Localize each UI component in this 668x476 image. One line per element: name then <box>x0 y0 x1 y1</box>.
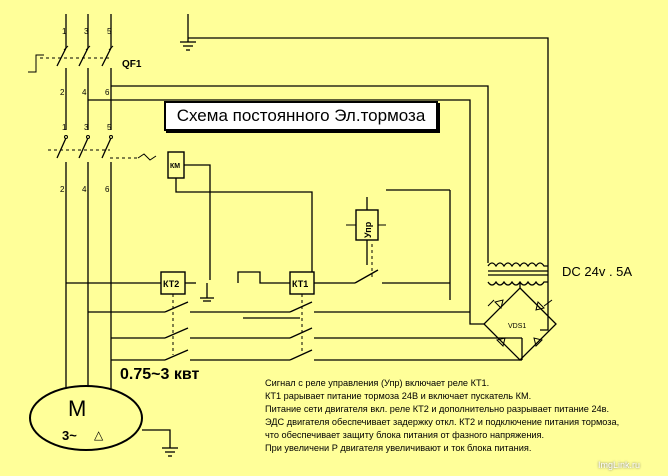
watermark: ImgLink.ru <box>598 460 641 470</box>
motor-letter: M <box>68 396 87 421</box>
kt2-label: КТ2 <box>163 279 179 289</box>
pole-label-6: 6 <box>105 88 110 97</box>
pole-label-4b: 4 <box>82 185 87 194</box>
note-line-3: Питание сети двигателя вкл. реле КТ2 и д… <box>265 404 610 414</box>
vds1-bridge <box>469 282 557 361</box>
note-line-4: ЭДС двигателя обеспечивает задержку откл… <box>265 417 620 427</box>
kt-contacts-row2 <box>111 327 523 360</box>
km-label: КМ <box>170 163 180 170</box>
upr-label: Упр <box>363 221 373 238</box>
kt-contacts-row3 <box>111 349 522 361</box>
dc-supply-label: DC 24v . 5A <box>562 264 633 279</box>
phase-lines <box>65 14 112 48</box>
motor <box>29 378 178 457</box>
motor-phase: 3~ <box>62 428 77 443</box>
supply-to-transformer <box>88 85 489 282</box>
kt2-relay <box>66 271 196 355</box>
vds1-label: VDS1 <box>508 323 526 330</box>
pole-label-2: 2 <box>60 88 65 97</box>
pole-label-3b: 3 <box>84 123 89 132</box>
diagram-title: Схема постоянного Эл.тормоза <box>164 101 438 131</box>
qf1-breaker <box>28 45 114 130</box>
pole-label-5: 5 <box>107 27 112 36</box>
ground-top <box>180 14 549 331</box>
kt1-relay <box>237 271 330 355</box>
power-rating-label: 0.75~3 квт <box>120 366 200 383</box>
pole-numbers: 1 3 5 2 4 6 1 3 5 2 4 6 <box>60 27 112 194</box>
note-line-2: КТ1 рарывает питание тормоза 24В и включ… <box>265 391 532 401</box>
upr-contact <box>330 189 451 300</box>
motor-delta-icon: △ <box>94 428 104 442</box>
pole-label-1b: 1 <box>62 123 67 132</box>
note-line-6: При увеличени Р двигателя увеличивают и … <box>265 443 532 453</box>
note-line-1: Сигнал с реле управления (Упр) включает … <box>265 378 490 388</box>
kt-contacts-row1 <box>88 301 470 319</box>
pole-label-2b: 2 <box>60 185 65 194</box>
pole-label-6b: 6 <box>105 185 110 194</box>
kt1-label: КТ1 <box>292 279 308 289</box>
ground-mid <box>200 283 214 302</box>
km-coil <box>167 151 313 280</box>
pole-label-4: 4 <box>82 88 87 97</box>
qf1-label: QF1 <box>122 59 142 70</box>
km-contactor-contacts <box>48 135 157 378</box>
pole-label-3: 3 <box>84 27 89 36</box>
note-line-5: что обеспечивает защиту блока питания от… <box>265 430 545 440</box>
pole-label-1: 1 <box>62 27 67 36</box>
pole-label-5b: 5 <box>107 123 112 132</box>
transformer <box>487 262 548 286</box>
